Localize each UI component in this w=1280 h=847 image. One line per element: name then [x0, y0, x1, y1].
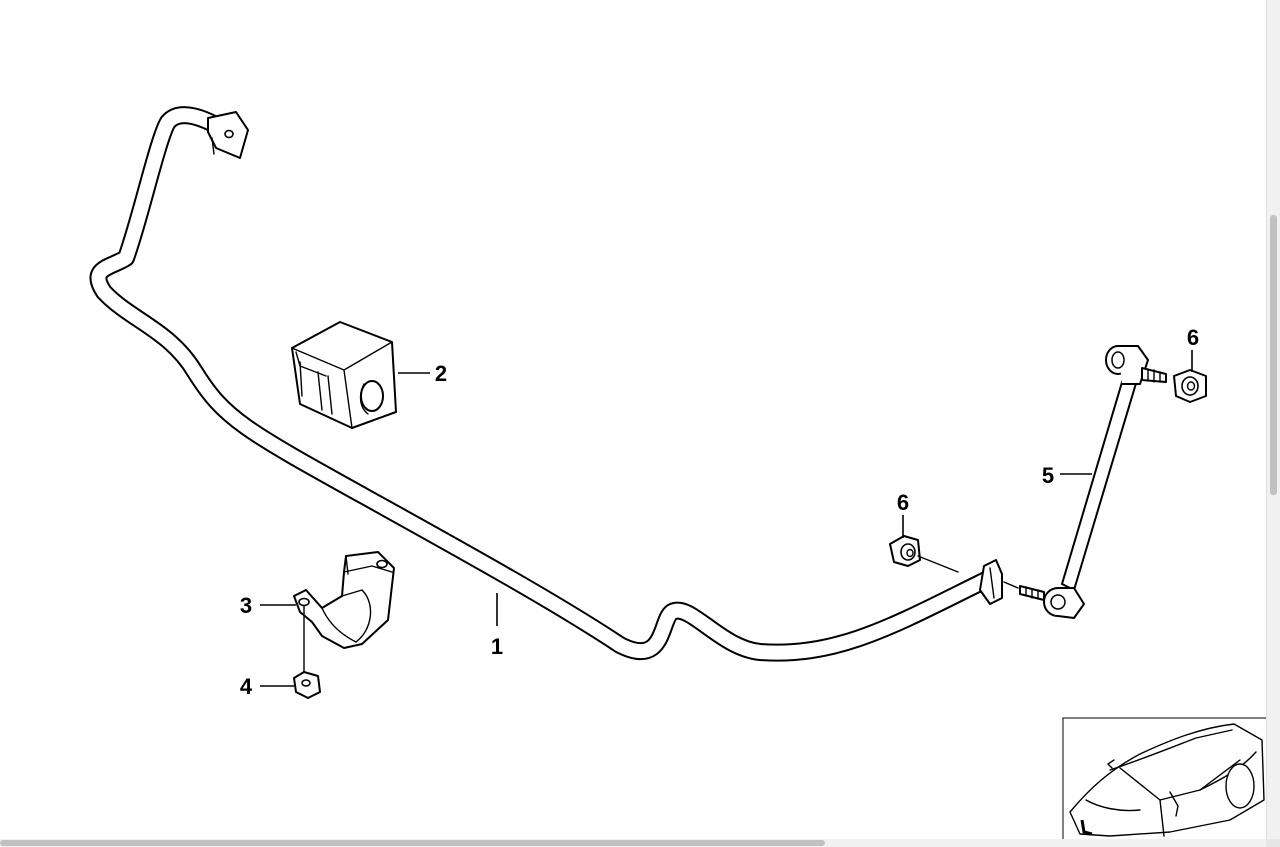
bar-right-end-eye: [979, 559, 1003, 605]
vehicle-locator-thumbnail: [1062, 717, 1266, 839]
horizontal-scrollbar[interactable]: [0, 839, 1266, 847]
horizontal-scrollbar-thumb[interactable]: [0, 840, 825, 846]
callout-5: 5: [1042, 463, 1054, 488]
callout-1: 1: [491, 634, 503, 659]
rubber-mounting-bushing: [291, 321, 397, 429]
hex-nut-lower: [889, 535, 959, 573]
bar-left-end-eye: [207, 111, 249, 159]
scrollbar-corner: [1266, 839, 1280, 847]
exploded-parts-diagram: 1 2 3 4 5 6 6: [89, 106, 1266, 839]
bushing-bracket: [293, 551, 395, 649]
hex-nut-upper: [1173, 369, 1207, 403]
nut-part-4: [293, 671, 321, 699]
connecting-rod: [1019, 345, 1167, 619]
vertical-scrollbar[interactable]: [1266, 0, 1280, 847]
diagram-viewport: 1 2 3 4 5 6 6: [89, 106, 1266, 839]
stabilizer-bar: [89, 106, 1003, 662]
callout-2: 2: [435, 361, 447, 386]
vertical-scrollbar-thumb[interactable]: [1270, 215, 1277, 495]
callout-4: 4: [240, 674, 253, 699]
callout-6-upper: 6: [1187, 325, 1199, 350]
callout-3: 3: [240, 593, 252, 618]
callout-6-lower: 6: [897, 490, 909, 515]
